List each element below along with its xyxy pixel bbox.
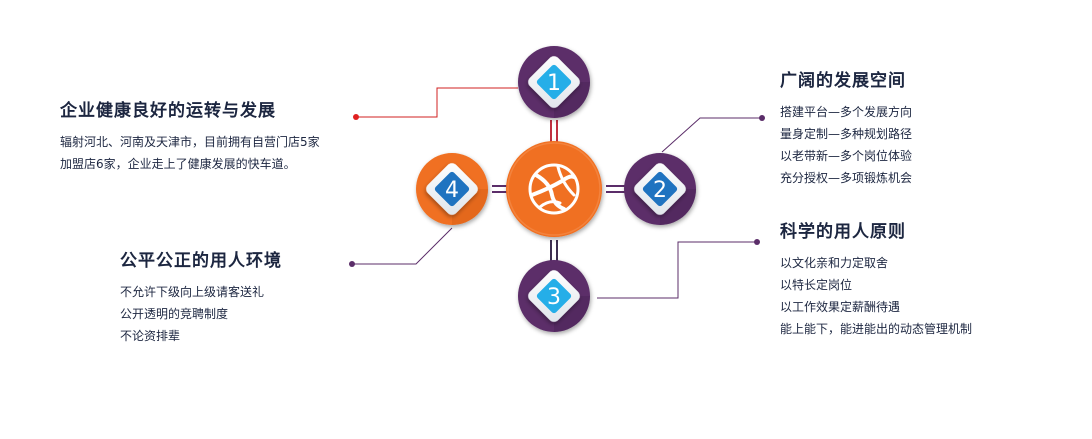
node-4-number: 4 [445, 178, 459, 203]
leader-dot-1 [353, 114, 359, 120]
block-4-line: 不允许下级向上级请客送礼 [120, 285, 265, 299]
node-3: 3 [518, 260, 590, 332]
node-2-number: 2 [653, 178, 667, 203]
block-3-line: 以工作效果定薪酬待遇 [780, 300, 901, 314]
node-3-diamond-inner [536, 278, 572, 314]
node-2: 2 [624, 153, 696, 225]
block-2-line: 充分授权—多项锻炼机会 [780, 171, 913, 185]
node-4-diamond-inner [434, 171, 470, 207]
node-4: 4 [416, 153, 488, 225]
block-3-line: 能上能下，能进能出的动态管理机制 [780, 322, 973, 336]
node-1-number: 1 [547, 71, 561, 96]
hub-circle [506, 141, 602, 237]
block-4-line: 不论资排辈 [120, 329, 181, 343]
leader-line-4 [352, 227, 453, 265]
leader-lines [349, 87, 765, 299]
block-2: 广阔的发展空间 搭建平台—多个发展方向 量身定制—多种规划路径 以老带新—多个岗… [780, 66, 1060, 189]
node-1-diamond-inner [536, 64, 572, 100]
block-2-line: 以老带新—多个岗位体验 [780, 149, 913, 163]
connector-left [492, 185, 508, 193]
connector-bottom [550, 240, 558, 262]
leader-dot-4 [349, 261, 355, 267]
block-3-line: 以文化亲和力定取舍 [780, 256, 889, 270]
leader-line-1 [356, 87, 518, 118]
block-3-line: 以特长定岗位 [780, 278, 853, 292]
block-2-title: 广阔的发展空间 [780, 71, 906, 91]
leader-dot-2 [759, 115, 765, 121]
node-3-number: 3 [547, 285, 561, 310]
leader-dot-3 [754, 239, 760, 245]
leader-line-2 [661, 117, 762, 153]
block-4-title: 公平公正的用人环境 [120, 251, 282, 271]
leader-line-3 [597, 241, 757, 299]
node-1: 1 [518, 46, 590, 118]
network-globe-icon [528, 163, 580, 215]
block-3-title: 科学的用人原则 [780, 222, 906, 242]
block-4-line: 公开透明的竞聘制度 [120, 307, 229, 321]
hub [506, 141, 602, 237]
block-1-title: 企业健康良好的运转与发展 [60, 101, 276, 121]
block-4: 公平公正的用人环境 不允许下级向上级请客送礼 公开透明的竞聘制度 不论资排辈 [120, 246, 380, 347]
node-2-diamond-inner [642, 171, 678, 207]
block-2-line: 量身定制—多种规划路径 [780, 127, 913, 141]
block-1-line: 加盟店6家，企业走上了健康发展的快车道。 [60, 157, 296, 171]
block-1: 企业健康良好的运转与发展 辐射河北、河南及天津市，目前拥有自营门店5家 加盟店6… [60, 96, 380, 175]
block-3: 科学的用人原则 以文化亲和力定取舍 以特长定岗位 以工作效果定薪酬待遇 能上能下… [780, 217, 1080, 340]
block-1-line: 辐射河北、河南及天津市，目前拥有自营门店5家 [60, 135, 320, 149]
block-2-line: 搭建平台—多个发展方向 [780, 105, 913, 119]
